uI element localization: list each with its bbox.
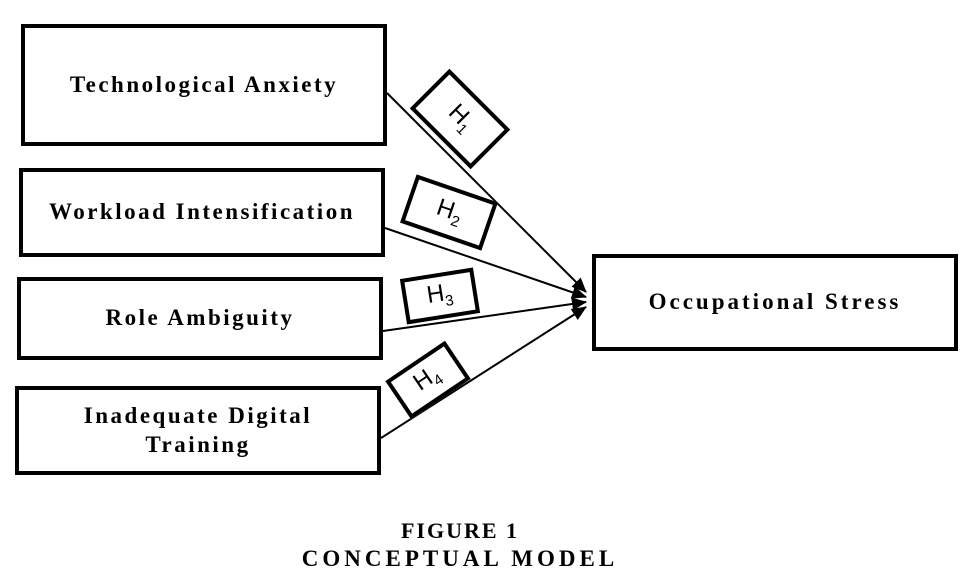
predictor-label-role-ambiguity: Role Ambiguity [105,305,295,331]
arrow-h3 [382,297,587,332]
hypothesis-label-h2: H2 [433,193,462,231]
predictor-label-workload-intensification: Workload Intensification [48,199,355,225]
predictor-label-inadequate-digital-training: Inadequate Digital Training [83,403,313,457]
predictor-label-technological-anxiety: Technological Anxiety [69,71,339,97]
hypothesis-label-h1: H1 [443,98,475,139]
predictor-box-inadequate-digital-training: Inadequate Digital Training [15,386,381,475]
hypothesis-label-h4: H4 [408,364,447,397]
hypothesis-label-h3: H3 [424,279,456,311]
arrow-h1 [386,92,587,293]
outcome-label-occupational-stress: Occupational Stress [648,289,902,315]
predictor-box-role-ambiguity: Role Ambiguity [17,277,383,360]
predictor-box-workload-intensification: Workload Intensification [19,168,385,257]
predictor-box-technological-anxiety: Technological Anxiety [21,24,387,146]
figure-title: CONCEPTUAL MODEL [301,546,619,571]
figure-number: FIGURE 1 [400,518,520,543]
figure-caption: FIGURE 1 CONCEPTUAL MODEL [0,517,920,573]
arrow-h2 [384,227,587,299]
outcome-box-occupational-stress: Occupational Stress [592,254,958,351]
